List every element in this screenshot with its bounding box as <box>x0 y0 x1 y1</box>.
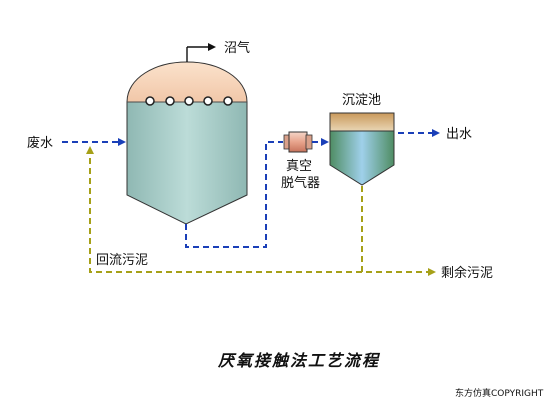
vacuum-degasser-icon <box>283 131 313 153</box>
water-flow-lines <box>62 129 440 248</box>
gas-bubble <box>223 96 233 106</box>
gas-bubble <box>165 96 175 106</box>
gas-bubble <box>203 96 213 106</box>
gas-bubble <box>145 96 155 106</box>
wastewater-label: 废水 <box>27 135 53 151</box>
degasser-label-line2: 脱气器 <box>281 175 320 191</box>
sludge-flow-lines <box>86 146 436 276</box>
excess-sludge-arrow <box>361 186 436 276</box>
biogas-label: 沼气 <box>224 40 250 56</box>
reactor-to-degasser-line <box>185 141 283 248</box>
degasser-label-line1: 真空 <box>286 159 312 174</box>
settling-tank-icon <box>329 112 395 186</box>
copyright-text: 东方仿真COPYRIGHT <box>455 387 544 399</box>
return-sludge-arrow <box>86 146 362 273</box>
settling-tank-label: 沉淀池 <box>342 93 381 108</box>
diagram-title: 厌氧接触法工艺流程 <box>217 351 381 370</box>
return-sludge-label: 回流污泥 <box>96 253 148 268</box>
effluent-label: 出水 <box>446 127 472 142</box>
excess-sludge-label: 剩余污泥 <box>441 265 493 281</box>
gas-bubble <box>184 96 194 106</box>
anaerobic-reactor-icon <box>126 43 248 225</box>
